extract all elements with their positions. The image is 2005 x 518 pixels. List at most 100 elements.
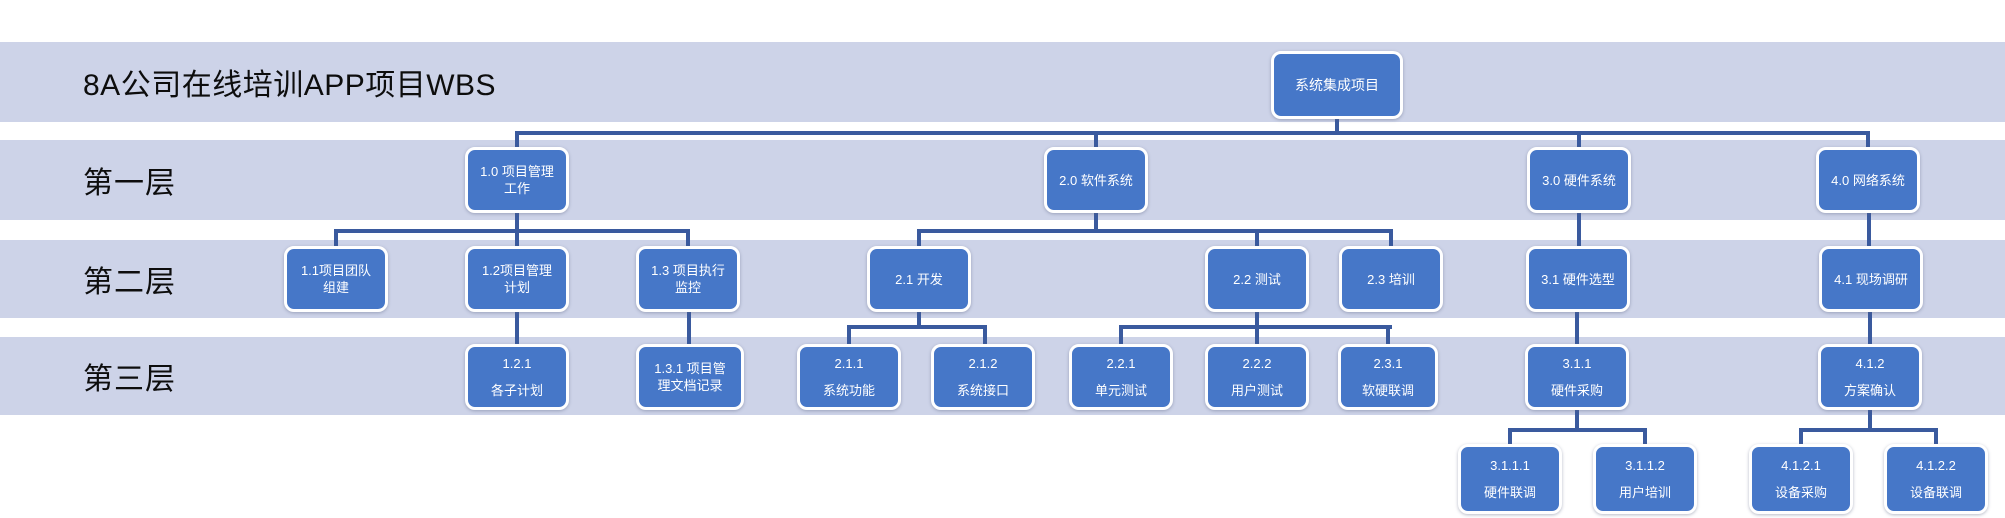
wbs-node-label-line: 3.1 硬件选型 xyxy=(1541,271,1615,287)
wbs-node-label-line: 3.1.1 xyxy=(1562,356,1592,371)
row-band-2 xyxy=(0,140,2005,220)
connector-segment xyxy=(1867,212,1871,246)
connector-segment xyxy=(1255,312,1259,329)
wbs-node-label-line: 设备联调 xyxy=(1909,485,1962,500)
wbs-node-2-2[interactable]: 2.2 测试 xyxy=(1205,246,1309,312)
connector-segment xyxy=(515,312,519,344)
wbs-node-4-1-2[interactable]: 4.1.2 方案确认 xyxy=(1818,344,1922,410)
connector-segment xyxy=(686,229,690,246)
wbs-node-label-line: 3.1.1.1 xyxy=(1490,458,1530,473)
wbs-node-1-2[interactable]: 1.2项目管理计划 xyxy=(465,246,569,312)
connector-segment xyxy=(1799,428,1938,432)
connector-segment xyxy=(1094,212,1098,233)
wbs-node-label-line: 硬件联调 xyxy=(1483,485,1536,500)
wbs-node-label-line: 2.0 软件系统 xyxy=(1059,172,1133,188)
wbs-node-label-line: 计划 xyxy=(503,280,530,295)
wbs-node-2-0[interactable]: 2.0 软件系统 xyxy=(1044,147,1148,213)
wbs-node-label-line: 监控 xyxy=(674,280,701,295)
wbs-node-4-1[interactable]: 4.1 现场调研 xyxy=(1819,246,1923,312)
wbs-node-2-2-1[interactable]: 2.2.1 单元测试 xyxy=(1069,344,1173,410)
wbs-node-2-1-2[interactable]: 2.1.2 系统接口 xyxy=(931,344,1035,410)
wbs-node-label-line: 2.1.2 xyxy=(968,356,998,371)
connector-segment xyxy=(917,312,921,329)
row-label-level-1: 第一层 xyxy=(83,167,176,200)
connector-segment xyxy=(1094,131,1098,147)
wbs-node-label-line: 4.1 现场调研 xyxy=(1834,271,1908,287)
wbs-node-root[interactable]: 系统集成项目 xyxy=(1271,51,1403,119)
wbs-node-label-line: 各子计划 xyxy=(490,383,543,398)
wbs-node-label-line: 2.2 测试 xyxy=(1233,271,1281,287)
connector-segment xyxy=(1577,212,1581,246)
connector-segment xyxy=(334,229,690,233)
connector-segment xyxy=(1335,119,1339,135)
connector-segment xyxy=(334,229,338,246)
connector-segment xyxy=(1255,229,1259,246)
wbs-node-label-line: 软硬联调 xyxy=(1361,383,1414,398)
wbs-node-label-line: 单元测试 xyxy=(1094,383,1147,398)
connector-segment xyxy=(1934,428,1938,444)
wbs-node-label-line: 1.1项目团队 xyxy=(300,263,372,278)
wbs-node-label-line: 1.0 项目管理 xyxy=(480,164,554,179)
wbs-node-label-line: 4.1.2.2 xyxy=(1916,458,1956,473)
connector-segment xyxy=(1643,428,1647,444)
wbs-node-3-0[interactable]: 3.0 硬件系统 xyxy=(1527,147,1631,213)
wbs-node-label-line: 设备采购 xyxy=(1774,485,1827,500)
wbs-node-label-line: 2.3 培训 xyxy=(1367,271,1415,287)
connector-segment xyxy=(917,229,1393,233)
wbs-node-label-line: 系统集成项目 xyxy=(1295,76,1379,93)
connector-segment xyxy=(983,325,987,344)
connector-segment xyxy=(1868,410,1872,432)
connector-segment xyxy=(1508,428,1512,444)
wbs-node-1-3-1[interactable]: 1.3.1 项目管理文档记录 xyxy=(636,344,744,410)
wbs-node-3-1-1[interactable]: 3.1.1 硬件采购 xyxy=(1525,344,1629,410)
connector-segment xyxy=(1119,325,1123,344)
row-label-level-2: 第二层 xyxy=(83,266,176,299)
wbs-node-1-3[interactable]: 1.3 项目执行监控 xyxy=(636,246,740,312)
wbs-node-label-line: 系统功能 xyxy=(822,383,875,398)
wbs-node-label-line: 4.1.2.1 xyxy=(1781,458,1821,473)
row-label-level-3: 第三层 xyxy=(83,363,176,396)
connector-segment xyxy=(1577,131,1581,147)
wbs-node-label-line: 2.1 开发 xyxy=(895,271,943,287)
connector-segment xyxy=(1386,325,1390,344)
wbs-node-label-line: 2.3.1 xyxy=(1373,356,1403,371)
connector-segment xyxy=(1508,428,1647,432)
connector-segment xyxy=(1255,325,1259,344)
connector-segment xyxy=(847,325,851,344)
wbs-node-4-1-2-2[interactable]: 4.1.2.2 设备联调 xyxy=(1884,444,1988,514)
wbs-node-3-1-1-1[interactable]: 3.1.1.1 硬件联调 xyxy=(1458,444,1562,514)
connector-segment xyxy=(917,229,921,246)
connector-segment xyxy=(1866,131,1870,147)
wbs-node-label-line: 方案确认 xyxy=(1843,383,1896,398)
connector-segment xyxy=(1868,312,1872,344)
wbs-node-label-line: 组建 xyxy=(322,280,349,295)
connector-segment xyxy=(1799,428,1803,444)
slide-title: 8A公司在线培训APP项目WBS xyxy=(83,69,497,102)
wbs-node-label-line: 4.0 网络系统 xyxy=(1831,172,1905,188)
wbs-node-label-line: 系统接口 xyxy=(956,383,1009,398)
wbs-node-1-1[interactable]: 1.1项目团队组建 xyxy=(284,246,388,312)
row-band-1 xyxy=(0,42,2005,122)
wbs-node-label-line: 1.3 项目执行 xyxy=(651,263,725,278)
wbs-node-2-3[interactable]: 2.3 培训 xyxy=(1339,246,1443,312)
wbs-node-label-line: 3.1.1.2 xyxy=(1625,458,1665,473)
wbs-node-label-line: 1.2项目管理 xyxy=(481,263,553,278)
wbs-node-4-1-2-1[interactable]: 4.1.2.1 设备采购 xyxy=(1749,444,1853,514)
wbs-node-1-0[interactable]: 1.0 项目管理工作 xyxy=(465,147,569,213)
connector-segment xyxy=(515,131,1870,135)
wbs-node-label-line: 2.2.1 xyxy=(1106,356,1136,371)
wbs-node-label-line: 4.1.2 xyxy=(1855,356,1885,371)
wbs-node-3-1[interactable]: 3.1 硬件选型 xyxy=(1526,246,1630,312)
wbs-node-label-line: 2.2.2 xyxy=(1242,356,1272,371)
wbs-node-label-line: 硬件采购 xyxy=(1550,383,1603,398)
wbs-node-2-1[interactable]: 2.1 开发 xyxy=(867,246,971,312)
wbs-node-2-3-1[interactable]: 2.3.1 软硬联调 xyxy=(1338,344,1438,410)
connector-segment xyxy=(515,131,519,147)
wbs-node-4-0[interactable]: 4.0 网络系统 xyxy=(1816,147,1920,213)
wbs-node-label-line: 理文档记录 xyxy=(657,378,723,393)
